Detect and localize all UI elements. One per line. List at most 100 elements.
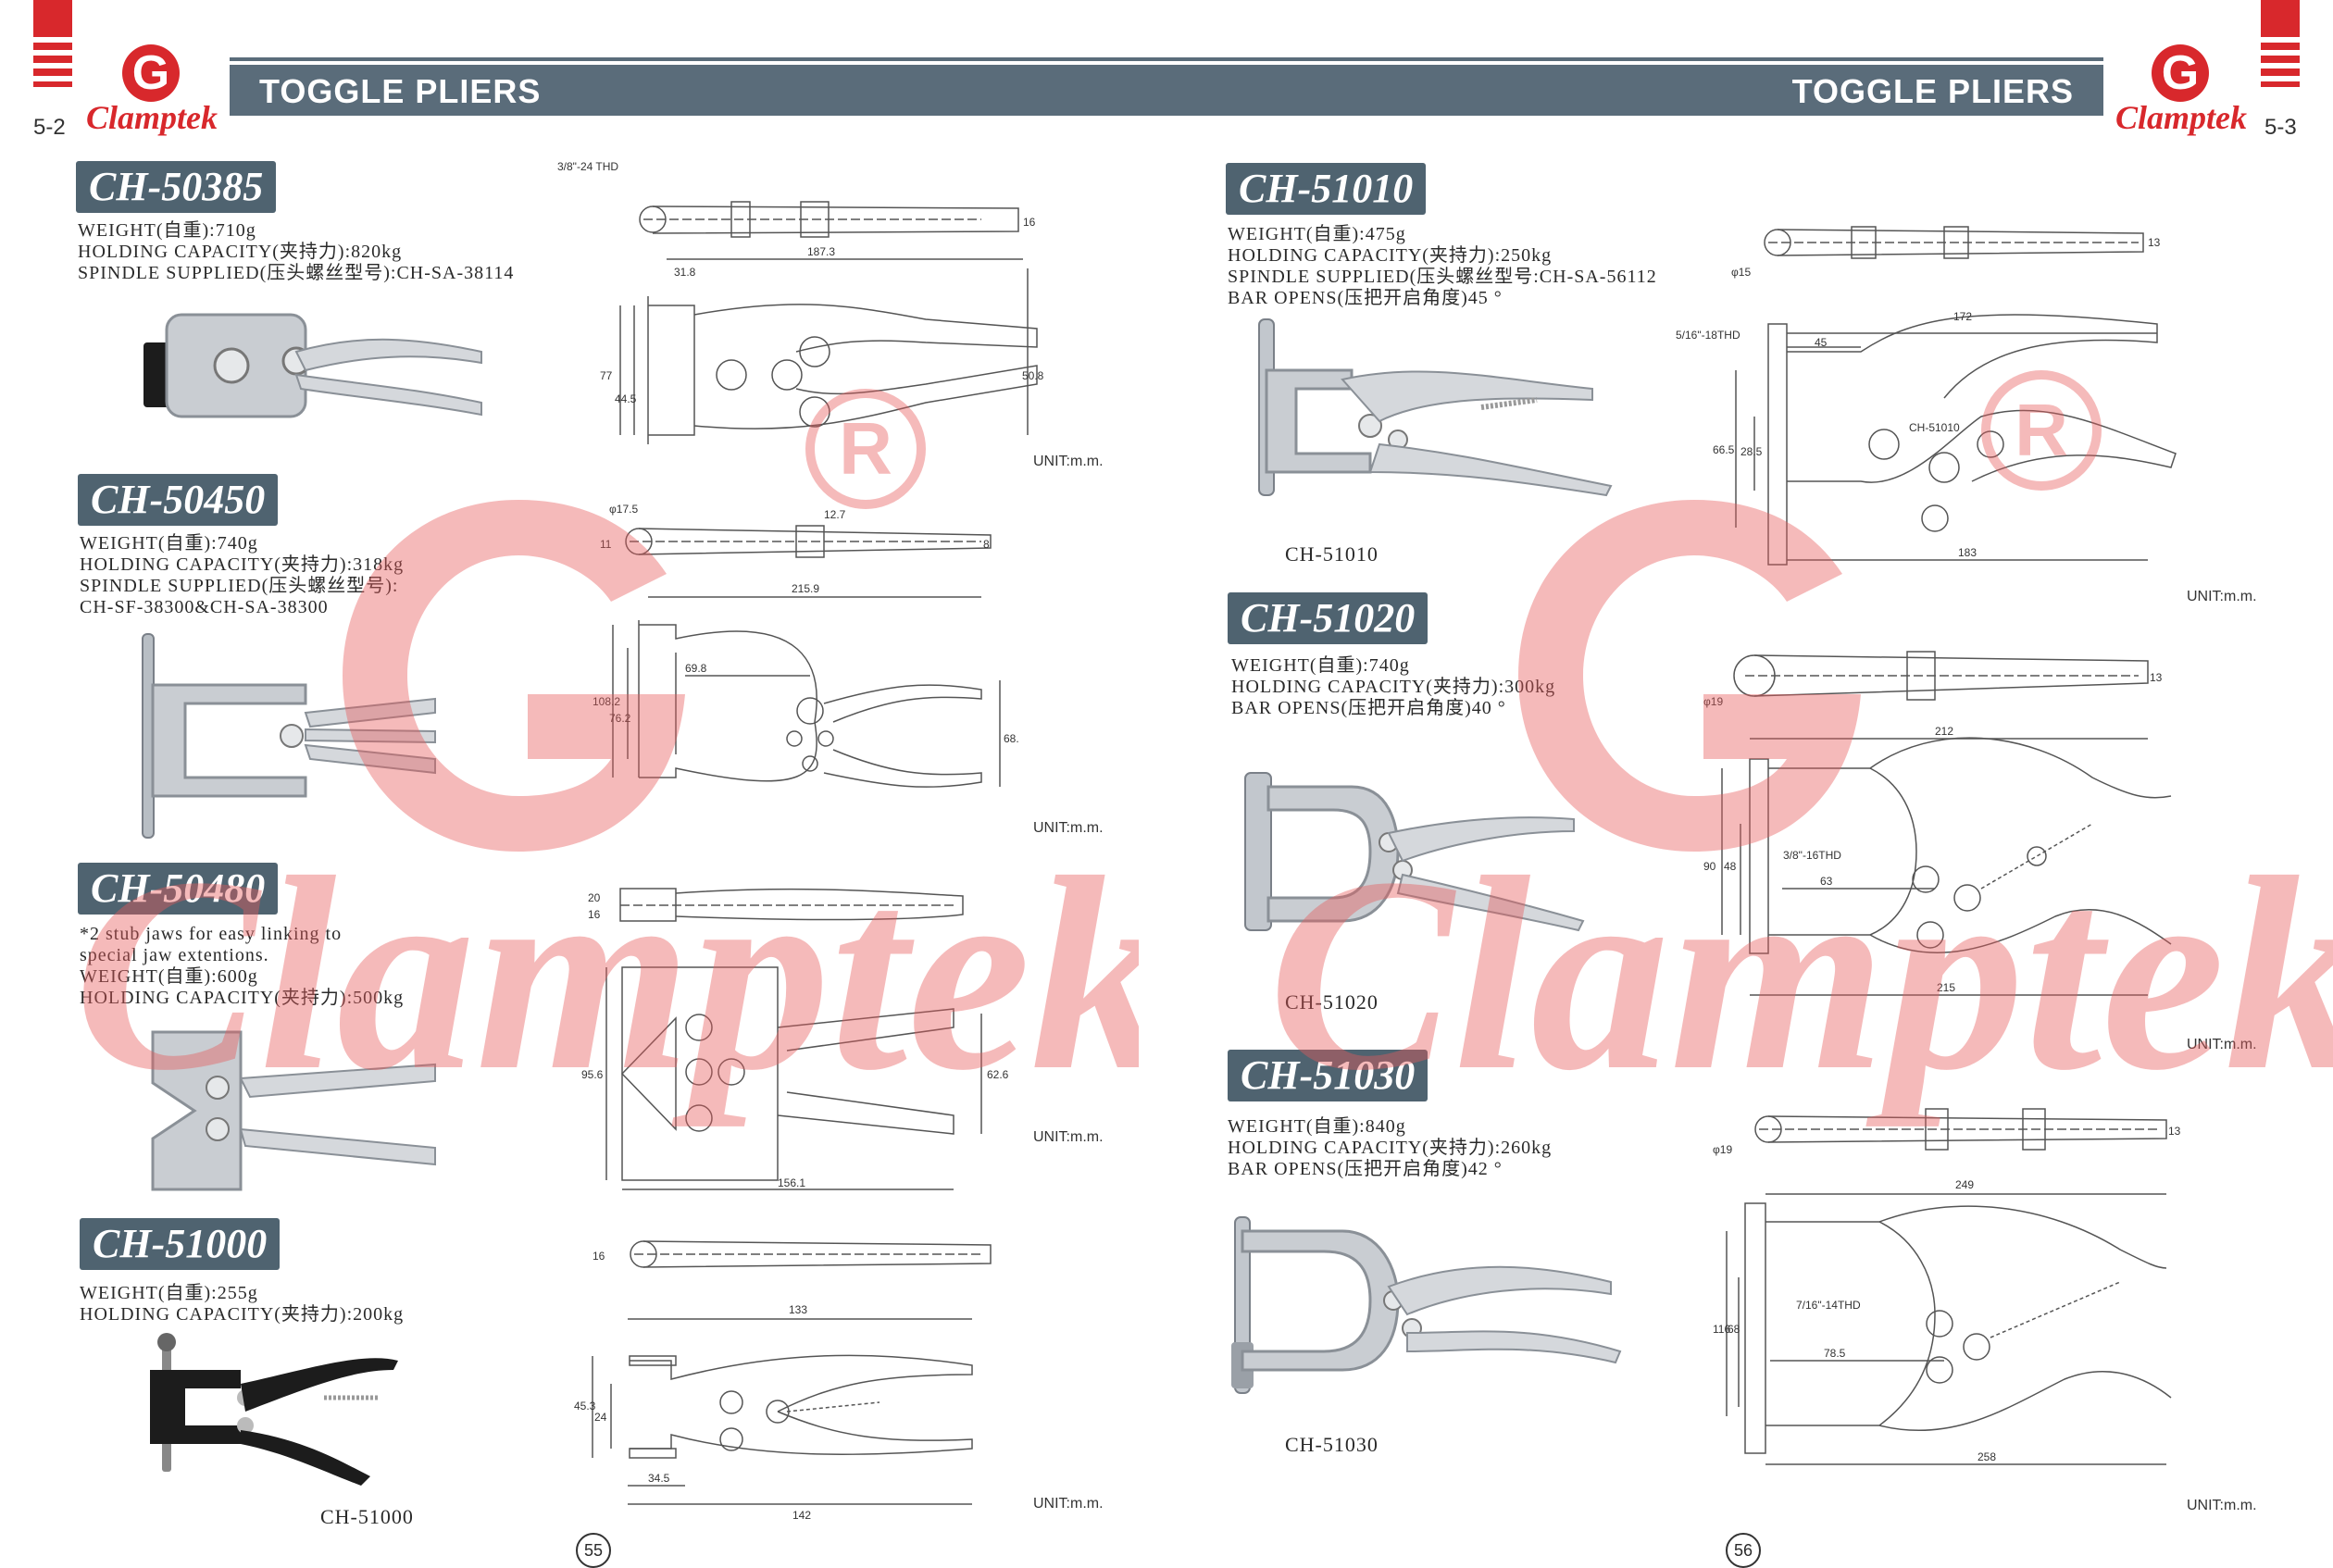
unit-label: UNIT:m.m.	[1033, 820, 1104, 836]
spec-line: HOLDING CAPACITY(夹持力):250kg	[1228, 245, 1553, 266]
right-page-title: TOGGLE PLIERS	[1791, 72, 2074, 110]
dim-label: 69.8	[685, 662, 707, 675]
left-page-title: TOGGLE PLIERS	[259, 72, 542, 110]
dim-label: 68.3	[1004, 732, 1018, 745]
spec-line: WEIGHT(自重):740g	[80, 533, 258, 554]
technical-drawing: 16 133 45.3 24 34.5 142	[574, 1240, 992, 1522]
dim-label: 212	[1935, 725, 1953, 738]
spec-line: WEIGHT(自重):600g	[80, 966, 258, 987]
dim-label: 3/8"-24 THD	[557, 160, 618, 173]
logo-word: Clamptek	[86, 99, 218, 136]
dim-label: 63	[1820, 875, 1833, 888]
model-badge: CH-51020	[1228, 592, 1428, 644]
dim-label: 90	[1703, 860, 1716, 873]
unit-label: UNIT:m.m.	[1033, 1496, 1104, 1512]
model-badge: CH-50385	[76, 161, 277, 213]
product-photo	[1244, 772, 1585, 932]
spec-line: BAR OPENS(压把开启角度)45 °	[1228, 288, 1503, 308]
spec-line: BAR OPENS(压把开启角度)42 °	[1228, 1159, 1503, 1179]
dim-label: 13	[2150, 671, 2163, 684]
dim-label: 45	[1815, 336, 1828, 349]
spec-line: CH-SF-38300&CH-SA-38300	[80, 597, 329, 617]
spec-list: WEIGHT(自重):255g HOLDING CAPACITY(夹持力):20…	[80, 1283, 404, 1325]
product-photo	[142, 633, 436, 839]
product-photo	[1258, 318, 1613, 497]
brand-logo-right: G Clamptek	[2107, 44, 2255, 156]
dim-label: 16	[1023, 216, 1036, 229]
dim-label: 44.5	[615, 392, 637, 405]
photo-caption: CH-51010	[1285, 542, 1379, 566]
spec-line: HOLDING CAPACITY(夹持力):500kg	[80, 988, 405, 1008]
unit-label: UNIT:m.m.	[2187, 1498, 2257, 1513]
product-photo	[143, 313, 482, 418]
unit-label: UNIT:m.m.	[1033, 1129, 1104, 1145]
brand-logo-left: G Clamptek	[78, 44, 226, 156]
dim-label: 142	[792, 1509, 811, 1522]
page-label-right: 5-3	[2264, 115, 2297, 140]
dim-label: 3/8"-16THD	[1783, 849, 1841, 862]
dim-label: 48	[1724, 860, 1737, 873]
dim-label: 31.8	[674, 266, 696, 279]
spec-line: HOLDING CAPACITY(夹持力):318kg	[80, 554, 405, 575]
unit-label: UNIT:m.m.	[2187, 1037, 2257, 1052]
technical-drawing: φ17.5 12.7 11 8 215.9 69.8 108.2 76.2 68…	[593, 503, 1018, 788]
dim-label: 13	[2148, 236, 2161, 249]
logo-word: Clamptek	[2115, 99, 2247, 136]
model-badge: CH-51030	[1228, 1050, 1428, 1101]
dim-label: 45.3	[574, 1400, 596, 1412]
spec-line: WEIGHT(自重):710g	[78, 220, 256, 241]
spec-line: SPINDLE SUPPLIED(压头螺丝型号):CH-SA-38114	[78, 263, 515, 283]
dim-label: 5/16"-18THD	[1676, 329, 1740, 342]
dim-label: 108.2	[593, 695, 620, 708]
dim-label: φ17.5	[609, 503, 638, 516]
spec-line: HOLDING CAPACITY(夹持力):200kg	[80, 1304, 405, 1325]
spec-line: WEIGHT(自重):475g	[1228, 224, 1406, 244]
spec-line: WEIGHT(自重):740g	[1231, 655, 1410, 676]
spec-line: SPINDLE SUPPLIED(压头螺丝型号:CH-SA-56112	[1228, 267, 1657, 287]
dim-label: 95.6	[581, 1068, 604, 1081]
dim-label: 11	[600, 538, 612, 551]
dim-label: 215	[1937, 981, 1955, 994]
model-badge: CH-51000	[80, 1218, 281, 1270]
spec-line: BAR OPENS(压把开启角度)40 °	[1231, 698, 1506, 718]
logo-g-icon: G	[2152, 44, 2209, 102]
spec-list: WEIGHT(自重):740g HOLDING CAPACITY(夹持力):31…	[80, 533, 404, 618]
photo-caption: CH-51000	[320, 1505, 414, 1528]
spec-line: *2 stub jaws for easy linking to	[80, 924, 343, 944]
dim-label: 76.2	[609, 712, 631, 725]
dim-label: 258	[1977, 1450, 1996, 1463]
technical-drawing: 3/8"-24 THD 187.3 31.8 16 77 44.5 50.8	[557, 160, 1044, 444]
dim-label: 50.8	[1022, 369, 1044, 382]
product-photo	[150, 1333, 398, 1486]
photo-caption: CH-51030	[1285, 1433, 1379, 1456]
dim-label: 68	[1728, 1323, 1740, 1336]
dim-label: φ15	[1731, 266, 1751, 279]
spec-line: WEIGHT(自重):840g	[1228, 1116, 1406, 1137]
model-badge: CH-50450	[78, 474, 279, 526]
technical-drawing: 20 16 95.6 62.6 156.1	[581, 888, 1009, 1190]
product-photo	[151, 1030, 436, 1191]
dim-label: 62.6	[987, 1068, 1009, 1081]
unit-label: UNIT:m.m.	[1033, 454, 1104, 469]
dim-label: 78.5	[1824, 1347, 1846, 1360]
spec-list: WEIGHT(自重):740g HOLDING CAPACITY(夹持力):30…	[1231, 655, 1555, 719]
spec-line: HOLDING CAPACITY(夹持力):820kg	[78, 242, 403, 262]
spec-list: WEIGHT(自重):710g HOLDING CAPACITY(夹持力):82…	[78, 220, 514, 284]
dim-label: 12.7	[824, 508, 846, 521]
dim-label: 77	[600, 369, 613, 382]
dim-label: 20	[588, 891, 601, 904]
spec-list: WEIGHT(自重):840g HOLDING CAPACITY(夹持力):26…	[1228, 1116, 1552, 1180]
dim-label: 183	[1958, 546, 1977, 559]
dim-label: 34.5	[648, 1472, 670, 1485]
dim-label: 16	[593, 1250, 605, 1263]
header-banner: TOGGLE PLIERS TOGGLE PLIERS	[230, 65, 2103, 116]
spec-list: *2 stub jaws for easy linking to special…	[80, 924, 404, 1009]
dim-label: 8	[983, 538, 990, 551]
spec-line: HOLDING CAPACITY(夹持力):300kg	[1231, 677, 1556, 697]
dim-label: 13	[2168, 1125, 2181, 1138]
dim-label: 7/16"-14THD	[1796, 1299, 1861, 1312]
dim-label: φ19	[1713, 1143, 1732, 1156]
technical-drawing: φ19 13 212 3/8"-16THD 90 48 63 215	[1703, 651, 2172, 996]
page-number-left: 55	[576, 1533, 611, 1568]
dim-label: φ19	[1703, 695, 1723, 708]
